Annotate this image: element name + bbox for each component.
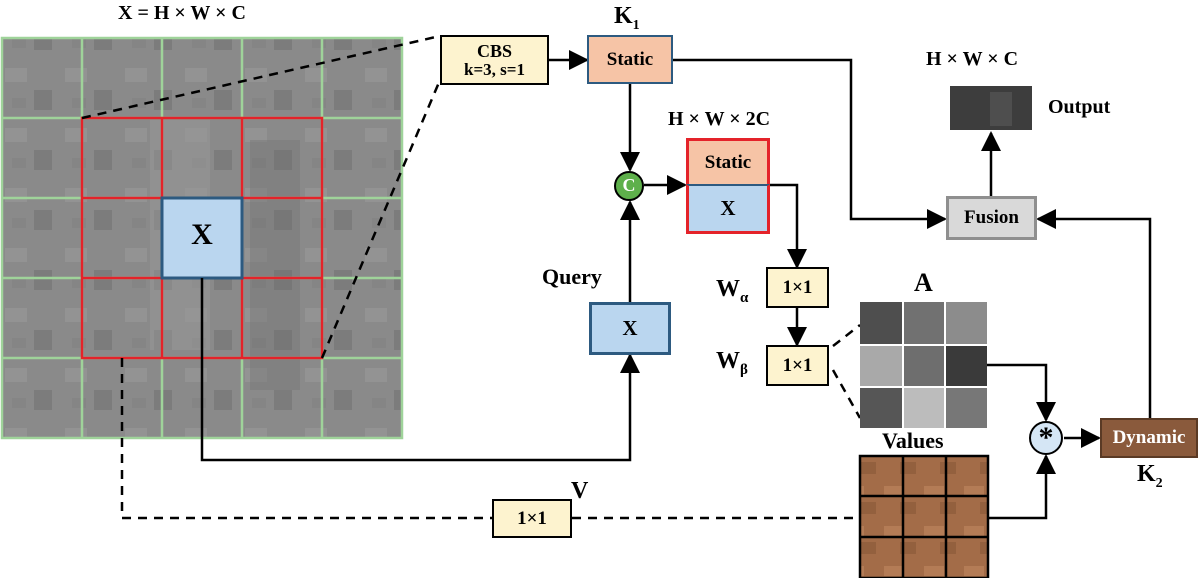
concat-node — [614, 171, 644, 201]
concat-static-block: Static — [686, 138, 770, 184]
k2-letter: K — [1137, 461, 1156, 487]
multiply-node — [1029, 421, 1063, 455]
w-beta-subscript: β — [740, 361, 748, 378]
w-beta-label: Wβ — [716, 348, 748, 379]
multiply-symbol: * — [1038, 421, 1054, 454]
conv-v-block: 1×1 — [492, 499, 572, 538]
output-label: Output — [1048, 96, 1111, 118]
flow-arrows — [200, 50, 1152, 520]
query-x-block: X — [589, 302, 671, 355]
k1-letter: K — [614, 3, 633, 29]
k1-subscript: 1 — [632, 17, 640, 33]
query-label: Query — [542, 264, 602, 289]
cbs-params: k=3, s=1 — [464, 59, 525, 79]
values-matrix — [858, 454, 990, 578]
fusion-block: Fusion — [946, 196, 1037, 240]
conv-alpha-block: 1×1 — [766, 267, 829, 308]
concat-shape-label: H × W × 2C — [668, 108, 771, 130]
concat-symbol: C — [622, 175, 636, 195]
w-alpha-letter: W — [716, 276, 740, 302]
output-image — [950, 86, 1032, 130]
output-shape-label: H × W × C — [926, 48, 1019, 70]
static-kernel-block: Static — [587, 35, 673, 84]
cbs-block: CBS k=3, s=1 — [440, 35, 549, 85]
input-feature-map — [0, 36, 404, 440]
attention-matrix — [860, 302, 987, 428]
k1-label: K1 — [614, 3, 640, 34]
dynamic-kernel-block: Dynamic — [1100, 418, 1198, 458]
conv-beta-block: 1×1 — [766, 345, 829, 386]
v-label: V — [571, 478, 589, 504]
attention-label: A — [914, 268, 933, 297]
input-shape-label: X = H × W × C — [118, 2, 246, 24]
w-beta-letter: W — [716, 348, 740, 374]
concat-x-block: X — [686, 184, 770, 234]
k2-label: K2 — [1137, 461, 1163, 492]
values-label: Values — [882, 428, 944, 453]
w-alpha-label: Wα — [716, 276, 748, 307]
cbs-title: CBS — [476, 40, 512, 61]
k2-subscript: 2 — [1155, 475, 1163, 491]
center-x-label: X — [191, 218, 213, 251]
w-alpha-subscript: α — [740, 289, 749, 306]
center-pixel — [160, 196, 244, 280]
dashed-connectors — [81, 34, 862, 520]
